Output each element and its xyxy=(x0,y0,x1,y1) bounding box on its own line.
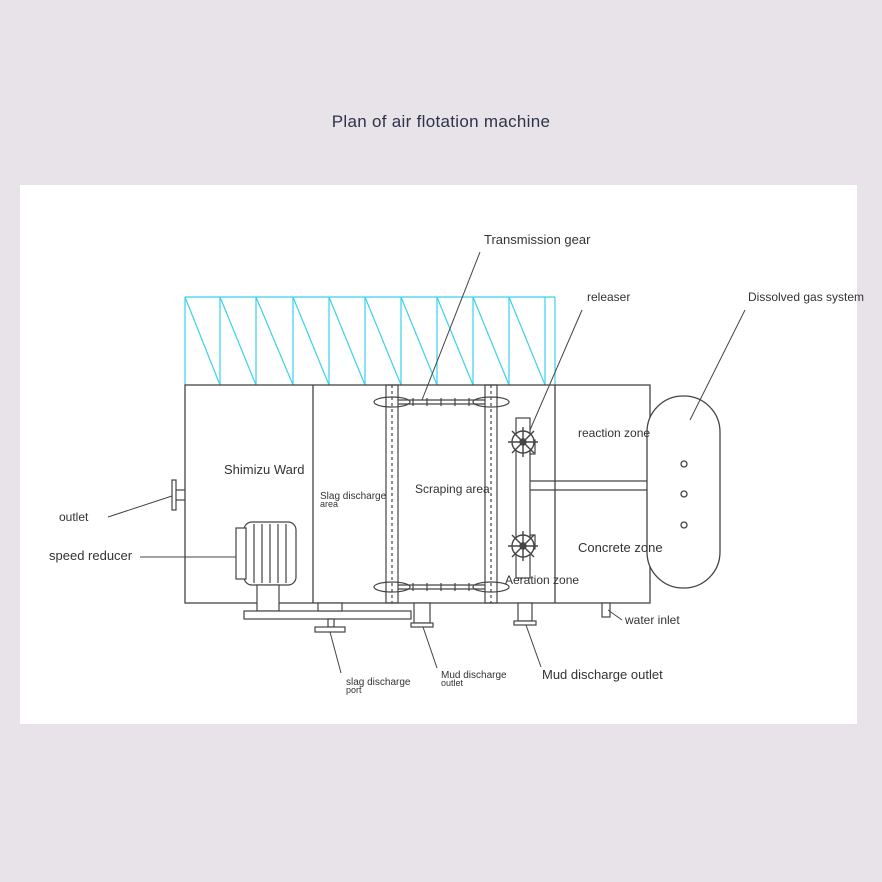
label-slag-discharge-port: slag discharge xyxy=(346,677,411,688)
base-and-ports xyxy=(243,602,611,633)
outlet-pipe xyxy=(171,479,185,511)
label-scraping-area: Scraping area xyxy=(415,482,490,496)
label-releaser: releaser xyxy=(587,290,630,304)
speed-reducer-motor xyxy=(235,521,297,612)
label-aeration-zone: Aeration zone xyxy=(505,573,579,587)
label-outlet: outlet xyxy=(59,510,89,524)
scraper-chain xyxy=(373,384,510,604)
water-surface-lines xyxy=(184,296,556,386)
label-mud-discharge-outlet-small-2: outlet xyxy=(441,678,464,688)
label-mud-discharge-outlet: Mud discharge outlet xyxy=(542,667,663,682)
label-reaction-zone: reaction zone xyxy=(578,426,650,440)
label-water-inlet: water inlet xyxy=(624,613,680,627)
label-dissolved-gas-system: Dissolved gas system xyxy=(748,290,864,304)
diagram-labels: Transmission gear releaser Dissolved gas… xyxy=(49,232,864,695)
releaser-gear-bottom xyxy=(508,531,538,561)
label-speed-reducer: speed reducer xyxy=(49,548,133,563)
label-slag-discharge-area: Slag discharge xyxy=(320,491,387,502)
label-concrete-zone: Concrete zone xyxy=(578,540,663,555)
label-mud-discharge-outlet-small: Mud discharge xyxy=(441,670,507,681)
releaser-gear-top xyxy=(508,427,538,457)
label-shimizu-ward: Shimizu Ward xyxy=(224,462,304,477)
releaser-assembly xyxy=(515,417,650,579)
label-slag-discharge-port-2: port xyxy=(346,685,362,695)
label-transmission-gear: Transmission gear xyxy=(484,232,591,247)
leader-lines xyxy=(107,251,746,674)
label-slag-discharge-area-2: area xyxy=(320,499,338,509)
dissolved-gas-tank xyxy=(646,395,721,589)
diagram-title: Plan of air flotation machine xyxy=(331,112,551,131)
